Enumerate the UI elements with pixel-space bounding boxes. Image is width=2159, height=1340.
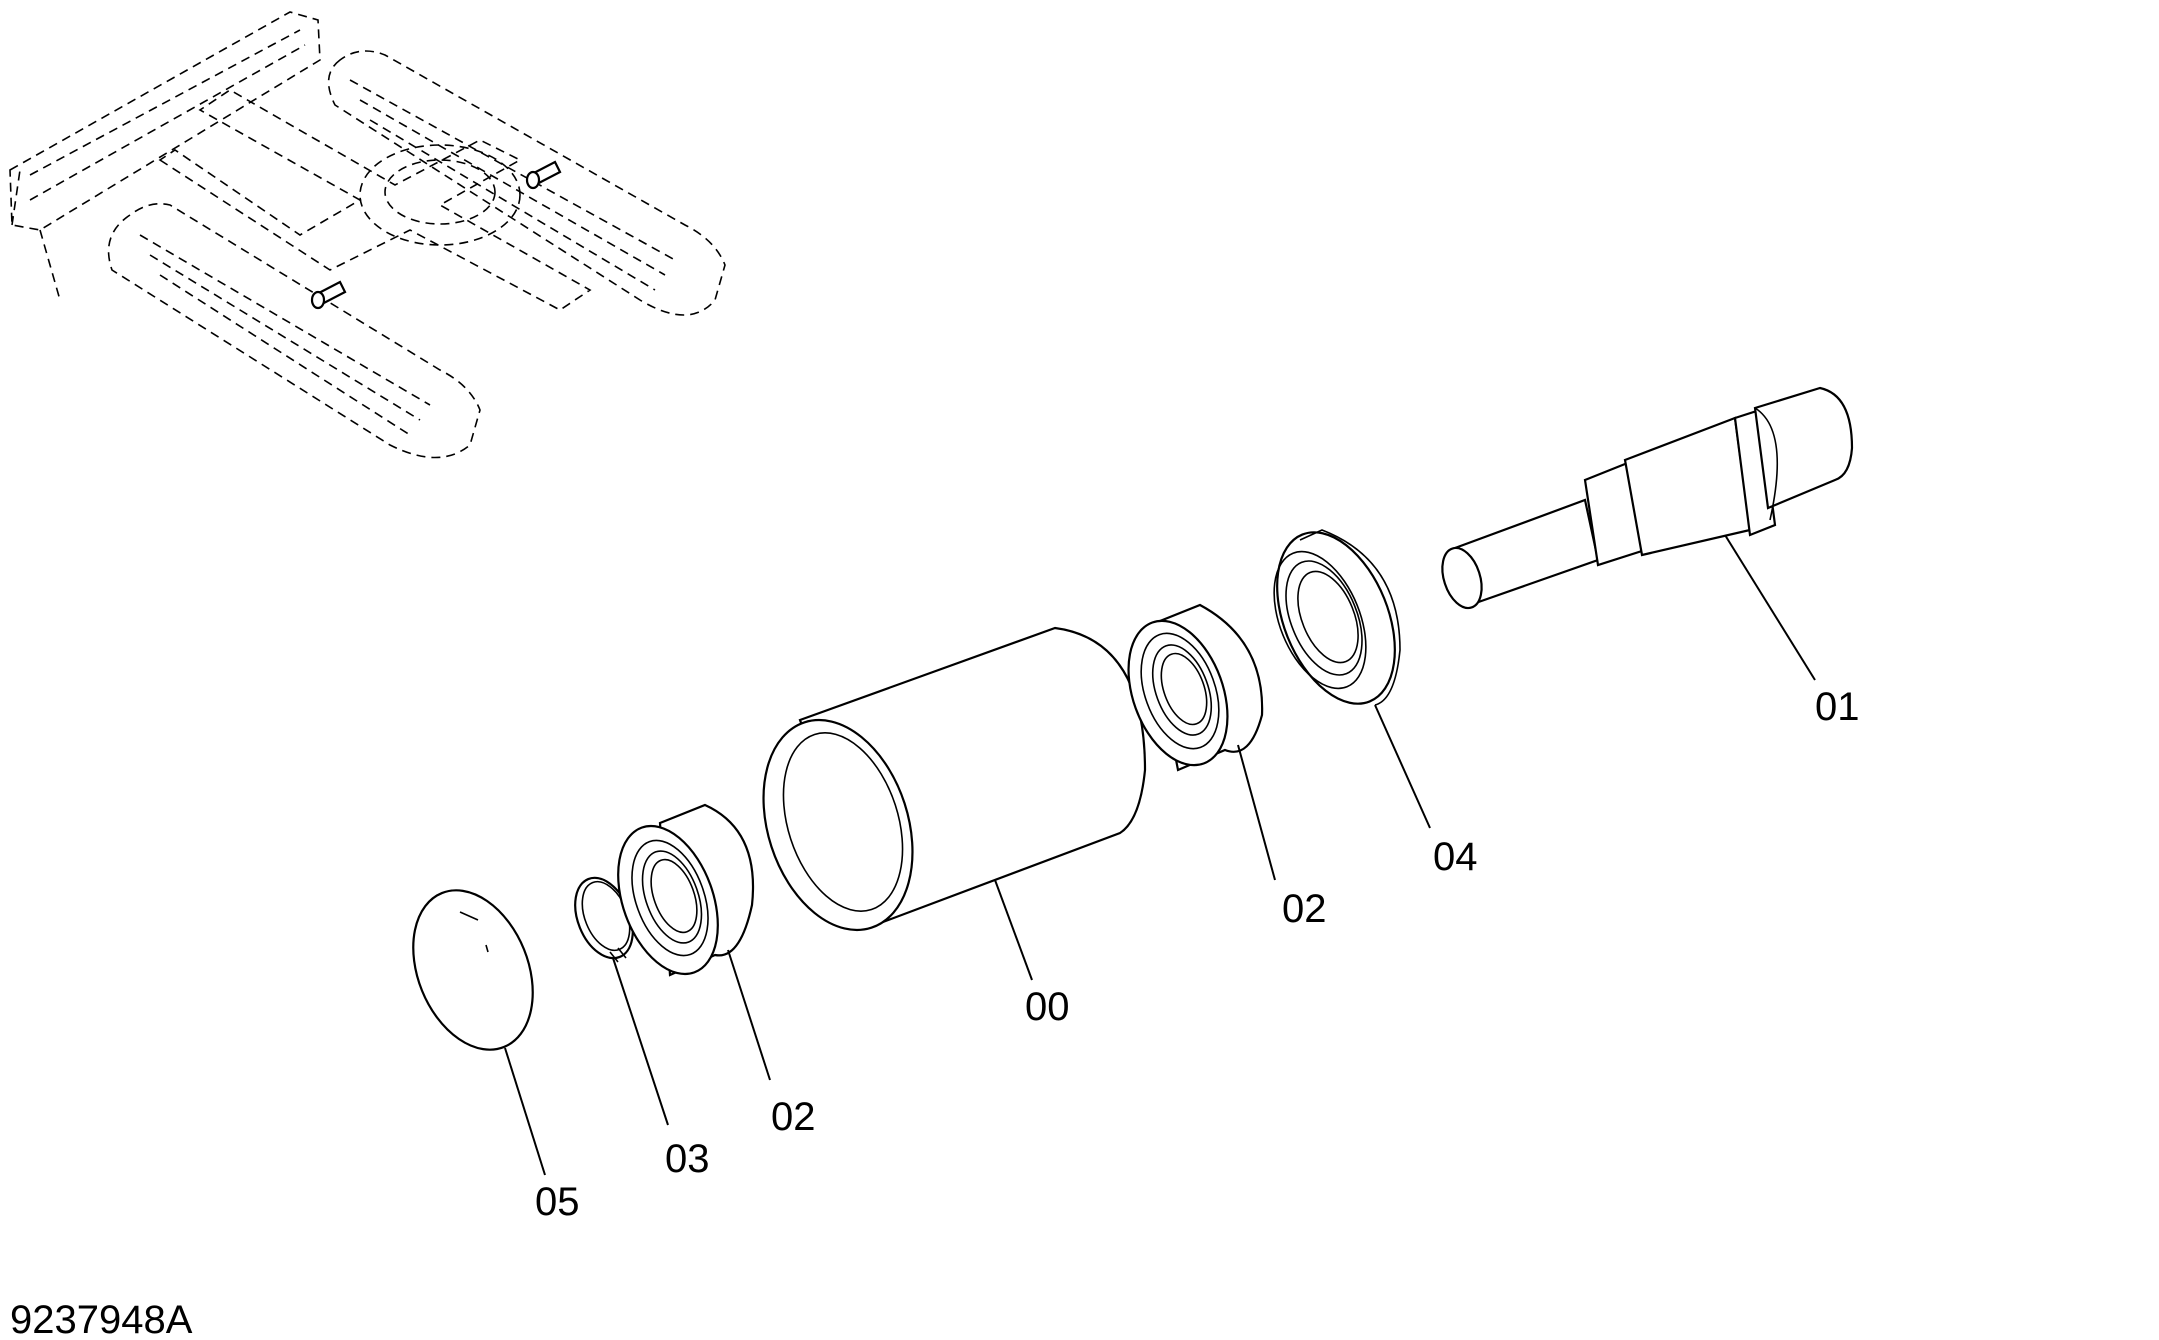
leader-03 [612, 957, 669, 1126]
leader-00 [994, 879, 1033, 981]
leader-01 [1724, 534, 1816, 681]
leader-05 [504, 1047, 546, 1176]
callout-05: 05 [535, 1180, 580, 1224]
leader-02b [1237, 744, 1276, 881]
leader-04 [1374, 704, 1431, 829]
roller-location-marker [310, 160, 562, 310]
part-05-cap [412, 889, 534, 1051]
callout-03: 03 [665, 1137, 710, 1181]
part-02-bearing-right [1127, 603, 1264, 772]
callout-00: 00 [1025, 985, 1070, 1029]
part-02-bearing-left [617, 803, 755, 977]
drawing-code: 9237948A [10, 1298, 193, 1340]
callout-04: 04 [1433, 835, 1478, 879]
part-01-shaft [1441, 386, 1854, 610]
callout-02-left: 02 [771, 1095, 816, 1139]
callout-01: 01 [1815, 685, 1860, 729]
part-04-seal [1273, 529, 1401, 706]
callout-02-right: 02 [1282, 887, 1327, 931]
leader-02a [727, 949, 771, 1081]
undercarriage-overview [9, 11, 726, 459]
leader-lines [504, 534, 1816, 1176]
part-00-roller-body [762, 626, 1147, 932]
